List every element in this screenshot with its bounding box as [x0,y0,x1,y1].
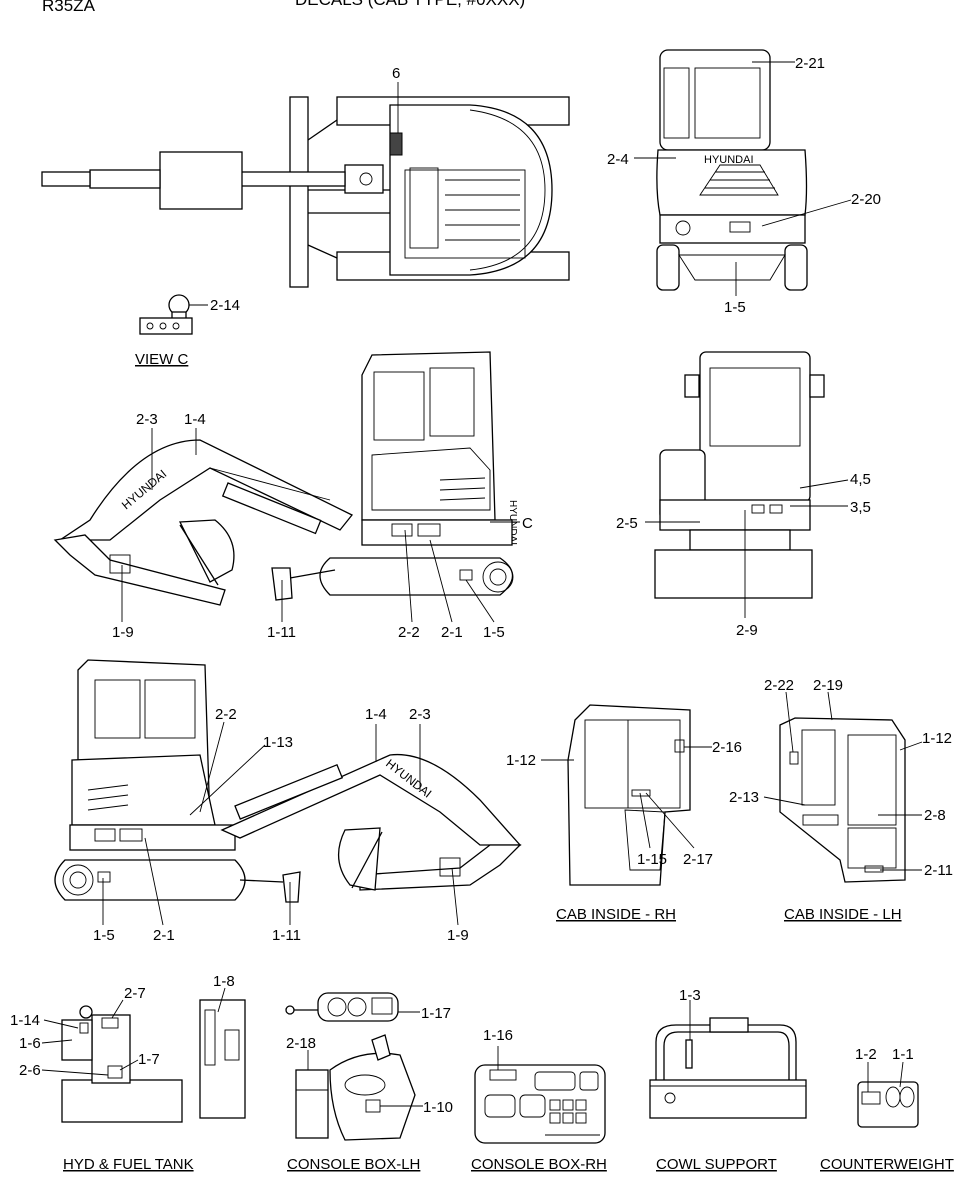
callout-1-9-left: 1-9 [447,927,469,944]
console-box-rh-drawing [474,1064,606,1144]
callout-2-17: 2-17 [683,851,713,868]
callout-1-5-left: 1-5 [93,927,115,944]
callout-1-11-left: 1-11 [272,927,301,944]
callout-2-6: 2-6 [19,1062,41,1079]
callout-2-19: 2-19 [813,677,843,694]
callout-1-5-rear: 1-5 [724,299,746,316]
callout-1-5-right: 1-5 [483,624,505,641]
callout-2-16: 2-16 [712,739,742,756]
callout-1-4-left: 1-4 [365,706,387,723]
callout-1-11-right: 1-11 [267,624,296,641]
callout-1-10: 1-10 [423,1099,453,1116]
side-view-left-drawing: HYUNDAI [54,659,522,903]
rear-brand: HYUNDAI [704,154,754,166]
caption-cowl-support: COWL SUPPORT [656,1156,777,1173]
console-box-lh-drawing [285,992,416,1141]
cab-inside-rh-drawing [567,704,691,886]
diagram-title: DECALS (CAB TYPE, #0XXX) [295,0,525,9]
caption-cab-inside-lh: CAB INSIDE - LH [784,906,902,923]
callout-2-18: 2-18 [286,1035,316,1052]
front-view-drawing [654,351,825,599]
view-c-drawing [139,294,193,335]
callout-2-2-left: 2-2 [215,706,237,723]
side-view-right-drawing: HYUNDAI HYUNDAI [53,351,518,606]
callout-2-2-right: 2-2 [398,624,420,641]
callout-1-12-lh: 1-12 [922,730,952,747]
callout-3-5: 3,5 [850,499,871,516]
callout-1-16: 1-16 [483,1027,513,1044]
callout-2-9: 2-9 [736,622,758,639]
callout-1-7: 1-7 [138,1051,160,1068]
callout-c: C [522,515,533,532]
callout-1-8: 1-8 [213,973,235,990]
cab-inside-lh-drawing [779,717,906,883]
model-label: R35ZA [42,0,96,15]
callout-2-13: 2-13 [729,789,759,806]
callout-2-14: 2-14 [210,297,240,314]
callout-2-11: 2-11 [924,862,953,879]
callout-1-4-right: 1-4 [184,411,206,428]
callout-2-7: 2-7 [124,985,146,1002]
callout-2-8: 2-8 [924,807,946,824]
cowl-support-drawing [649,1017,807,1119]
callout-2-22: 2-22 [764,677,794,694]
callout-2-1-right: 2-1 [441,624,463,641]
rear-view-drawing: HYUNDAI [656,49,808,291]
caption-view-c: VIEW C [135,351,189,368]
counterweight-drawing [857,1081,919,1128]
caption-cab-inside-rh: CAB INSIDE - RH [556,906,676,923]
caption-console-box-rh: CONSOLE BOX-RH [471,1156,607,1173]
caption-console-box-lh: CONSOLE BOX-LH [287,1156,420,1173]
top-view-drawing [41,96,570,288]
callout-1-13: 1-13 [263,734,293,751]
callout-1-9-right: 1-9 [112,624,134,641]
callout-1-1: 1-1 [892,1046,914,1063]
callout-2-20: 2-20 [851,191,881,208]
hyd-fuel-tank-drawing [61,999,246,1123]
callout-2-3-left: 2-3 [409,706,431,723]
callout-1-14: 1-14 [10,1012,40,1029]
callout-1-15: 1-15 [637,851,667,868]
callout-2-21: 2-21 [795,55,825,72]
callout-1-2: 1-2 [855,1046,877,1063]
caption-hyd-fuel-tank: HYD & FUEL TANK [63,1156,194,1173]
callout-6: 6 [392,65,400,82]
callout-1-12-rh: 1-12 [506,752,536,769]
callout-1-3: 1-3 [679,987,701,1004]
callout-1-6: 1-6 [19,1035,41,1052]
callout-2-4: 2-4 [607,151,629,168]
callout-1-17: 1-17 [421,1005,451,1022]
callout-4-5: 4,5 [850,471,871,488]
callout-2-1-left: 2-1 [153,927,175,944]
callout-2-3-right: 2-3 [136,411,158,428]
caption-counterweight: COUNTERWEIGHT [820,1156,954,1173]
callout-2-5: 2-5 [616,515,638,532]
